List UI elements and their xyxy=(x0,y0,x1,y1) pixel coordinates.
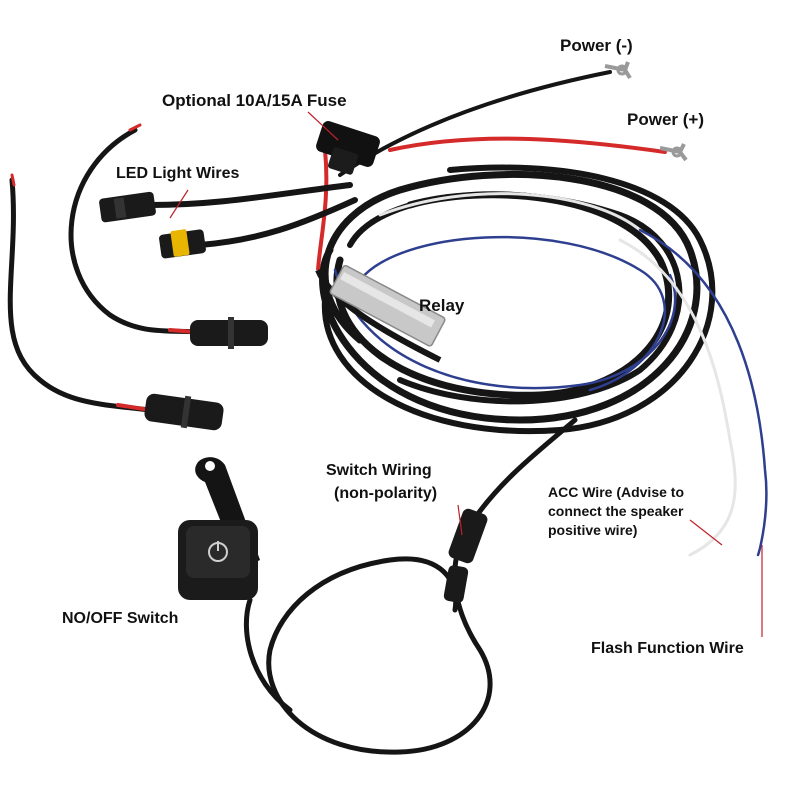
label-switch: NO/OFF Switch xyxy=(62,610,179,627)
onoff-switch xyxy=(178,520,258,600)
led-light-wires xyxy=(147,182,358,248)
ring-terminal-negative xyxy=(604,61,632,80)
relay xyxy=(315,264,446,363)
switch-connector xyxy=(443,508,488,603)
led-connector-1 xyxy=(99,191,156,223)
power-leads xyxy=(338,70,667,177)
label-acc-wire-line1: ACC Wire (Advise to xyxy=(548,484,685,500)
bullet-connector-upper xyxy=(190,317,268,349)
label-power-positive: Power (+) xyxy=(627,110,704,129)
harness-coil xyxy=(319,164,716,435)
label-relay: Relay xyxy=(419,296,465,315)
label-flash-function-wire: Flash Function Wire xyxy=(591,640,744,657)
bullet-connector-lower xyxy=(144,393,224,431)
label-power-negative: Power (-) xyxy=(560,36,633,55)
label-switch-wiring: Switch Wiring xyxy=(326,462,432,479)
label-acc-wire-line3: positive wire) xyxy=(548,522,638,538)
led-connector-2 xyxy=(159,229,206,259)
fuse-holder xyxy=(316,121,380,271)
acc-and-flash-wires xyxy=(618,228,768,557)
pointer-lines xyxy=(169,111,763,637)
ring-terminal-positive xyxy=(659,143,688,162)
label-switch-wiring-note: (non-polarity) xyxy=(334,485,438,502)
label-led-light-wires: LED Light Wires xyxy=(116,165,240,182)
label-acc-wire-line2: connect the speaker xyxy=(548,503,684,519)
label-fuse: Optional 10A/15A Fuse xyxy=(162,91,347,110)
